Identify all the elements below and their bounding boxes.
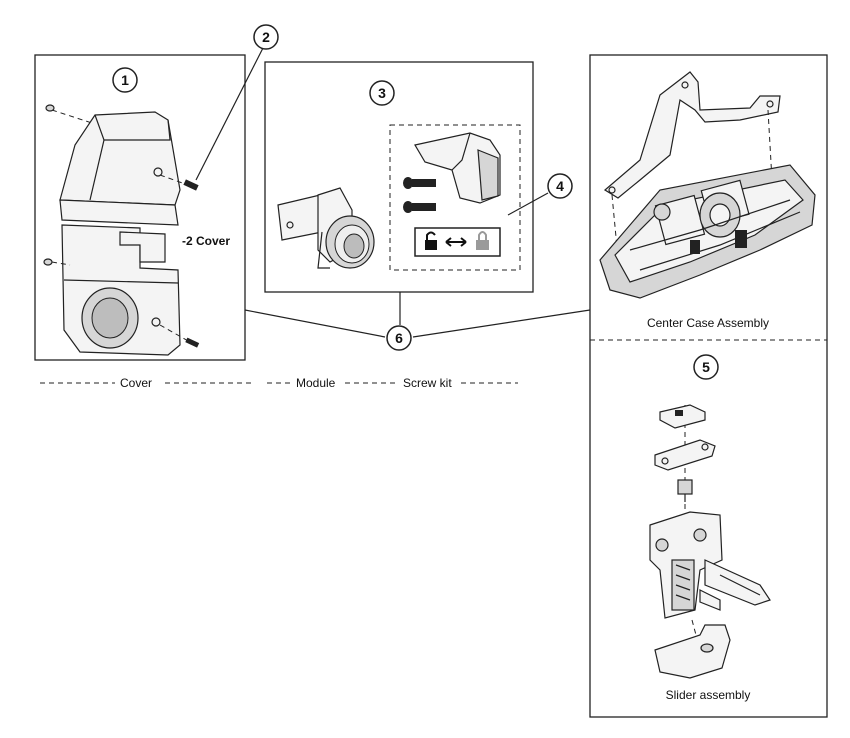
- lock-module-part: [277, 187, 375, 269]
- cover-panel-frame: [34, 54, 246, 361]
- center-case-label: Center Case Assembly: [647, 316, 769, 330]
- slider-main-body: [649, 511, 771, 619]
- callout-4: 4: [507, 173, 573, 216]
- cover-lower-left-screw: [43, 258, 71, 266]
- module-panel-frame: [264, 61, 534, 293]
- kit-screw-2: [403, 201, 436, 213]
- svg-text:3: 3: [378, 85, 386, 101]
- svg-text:1: 1: [121, 72, 129, 88]
- kit-lever-part: [414, 132, 501, 204]
- screw-kit-box: [389, 124, 521, 271]
- legend: Cover Module Screw kit: [40, 376, 518, 390]
- svg-text:6: 6: [395, 330, 403, 346]
- legend-cover: Cover: [120, 376, 152, 390]
- cover-variant-label: -2 Cover: [182, 234, 230, 248]
- callout-6: 6: [244, 292, 591, 351]
- slider-link-plate: [654, 439, 716, 471]
- center-case-panel: Center Case Assembly 5: [589, 54, 828, 718]
- callout-1: 1: [112, 67, 138, 93]
- module-panel: 3: [264, 61, 573, 293]
- callout-3: 3: [369, 80, 395, 106]
- center-case-panel-frame: [589, 54, 828, 718]
- callout-5: 5: [693, 354, 719, 380]
- svg-text:5: 5: [702, 359, 710, 375]
- slider-top-clip: [659, 404, 706, 429]
- cover-panel: -2 Cover 1: [34, 54, 246, 361]
- double-arrow-icon: [445, 237, 467, 247]
- cover-side-screw: [159, 174, 199, 191]
- center-case-body: [599, 164, 816, 299]
- slider-assembly-label: Slider assembly: [666, 688, 751, 702]
- kit-screw-1: [403, 177, 436, 189]
- cover-upper-part: [59, 111, 181, 226]
- slider-assembly-parts: [649, 404, 771, 679]
- svg-text:2: 2: [262, 29, 270, 45]
- legend-module: Module: [296, 376, 336, 390]
- legend-screw-kit: Screw kit: [403, 376, 452, 390]
- lock-conversion-icon: [414, 227, 501, 257]
- unlocked-padlock-icon: [425, 231, 437, 250]
- cover-bottom-screw: [159, 324, 200, 348]
- callout-2: 2: [195, 24, 279, 181]
- slider-base-plate: [654, 619, 731, 679]
- slider-small-pin: [677, 479, 693, 502]
- locked-padlock-icon: [476, 231, 489, 250]
- cover-lower-part: [61, 224, 181, 356]
- svg-text:4: 4: [556, 178, 564, 194]
